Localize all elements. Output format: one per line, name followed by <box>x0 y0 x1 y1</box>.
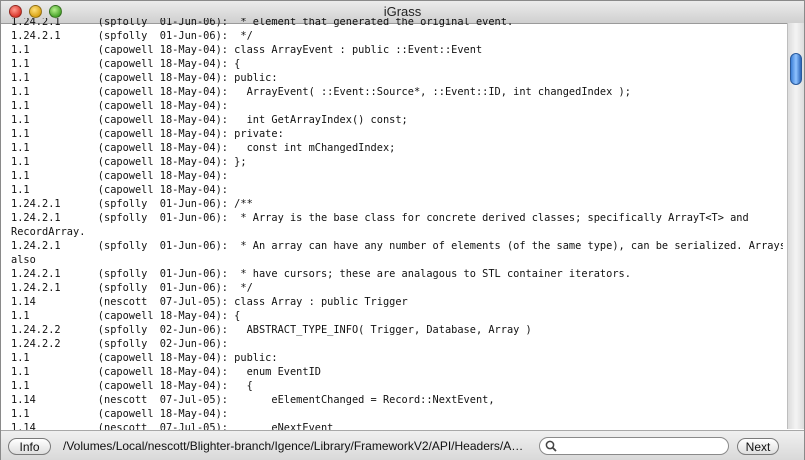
window-title: iGrass <box>383 4 422 19</box>
annotated-source-view[interactable]: 1.24.2.1 (spfolly 01-Jun-06): * element … <box>1 18 787 430</box>
source-line: 1.1 (capowell 18-May-04): public: <box>11 72 278 84</box>
window-controls <box>9 5 62 18</box>
info-button[interactable]: Info <box>8 438 51 455</box>
search-field[interactable] <box>539 437 729 455</box>
zoom-window-button[interactable] <box>49 5 62 18</box>
source-line: RecordArray. <box>11 226 86 238</box>
source-line: 1.1 (capowell 18-May-04): enum EventID <box>11 366 321 378</box>
source-line: 1.14 (nescott 07-Jul-05): class Array : … <box>11 296 408 308</box>
source-line: 1.1 (capowell 18-May-04): private: <box>11 128 284 140</box>
scrollbar-thumb[interactable] <box>790 52 802 85</box>
source-line: 1.24.2.2 (spfolly 02-Jun-06): <box>11 338 228 350</box>
source-line: 1.1 (capowell 18-May-04): ArrayEvent( ::… <box>11 86 631 98</box>
source-line: 1.1 (capowell 18-May-04): }; <box>11 156 247 168</box>
minimize-window-button[interactable] <box>29 5 42 18</box>
next-button[interactable]: Next <box>737 438 779 455</box>
source-line: also <box>11 254 36 266</box>
search-input[interactable] <box>558 439 724 453</box>
source-line: 1.1 (capowell 18-May-04): <box>11 170 228 182</box>
bottom-toolbar: Info /Volumes/Local/nescott/Blighter-bra… <box>1 430 804 460</box>
vertical-scrollbar[interactable] <box>787 23 804 429</box>
source-line: 1.24.2.2 (spfolly 02-Jun-06): ABSTRACT_T… <box>11 324 532 336</box>
source-line: 1.24.2.1 (spfolly 01-Jun-06): * element … <box>11 18 514 28</box>
source-line: 1.1 (capowell 18-May-04): int GetArrayIn… <box>11 114 408 126</box>
close-window-button[interactable] <box>9 5 22 18</box>
source-line: 1.24.2.1 (spfolly 01-Jun-06): /** <box>11 198 253 210</box>
title-bar[interactable]: iGrass <box>1 1 804 24</box>
source-line: 1.24.2.1 (spfolly 01-Jun-06): */ <box>11 30 253 42</box>
source-line: 1.1 (capowell 18-May-04): const int mCha… <box>11 142 396 154</box>
source-line: 1.1 (capowell 18-May-04): class ArrayEve… <box>11 44 483 56</box>
source-line: 1.14 (nescott 07-Jul-05): eNextEvent <box>11 422 334 430</box>
source-line: 1.14 (nescott 07-Jul-05): eElementChange… <box>11 394 495 406</box>
source-line: 1.24.2.1 (spfolly 01-Jun-06): * have cur… <box>11 268 631 280</box>
source-line: 1.1 (capowell 18-May-04): <box>11 408 228 420</box>
source-line: 1.24.2.1 (spfolly 01-Jun-06): */ <box>11 282 253 294</box>
file-path-label: /Volumes/Local/nescott/Blighter-branch/I… <box>63 439 524 453</box>
source-line: 1.24.2.1 (spfolly 01-Jun-06): * An array… <box>11 240 783 252</box>
source-line: 1.1 (capowell 18-May-04): <box>11 184 228 196</box>
source-line: 1.1 (capowell 18-May-04): { <box>11 58 241 70</box>
source-line: 1.1 (capowell 18-May-04): public: <box>11 352 278 364</box>
source-line: 1.24.2.1 (spfolly 01-Jun-06): * Array is… <box>11 212 749 224</box>
source-line: 1.1 (capowell 18-May-04): <box>11 100 228 112</box>
source-line: 1.1 (capowell 18-May-04): { <box>11 380 253 392</box>
magnifier-icon <box>545 440 557 452</box>
source-line: 1.1 (capowell 18-May-04): { <box>11 310 241 322</box>
